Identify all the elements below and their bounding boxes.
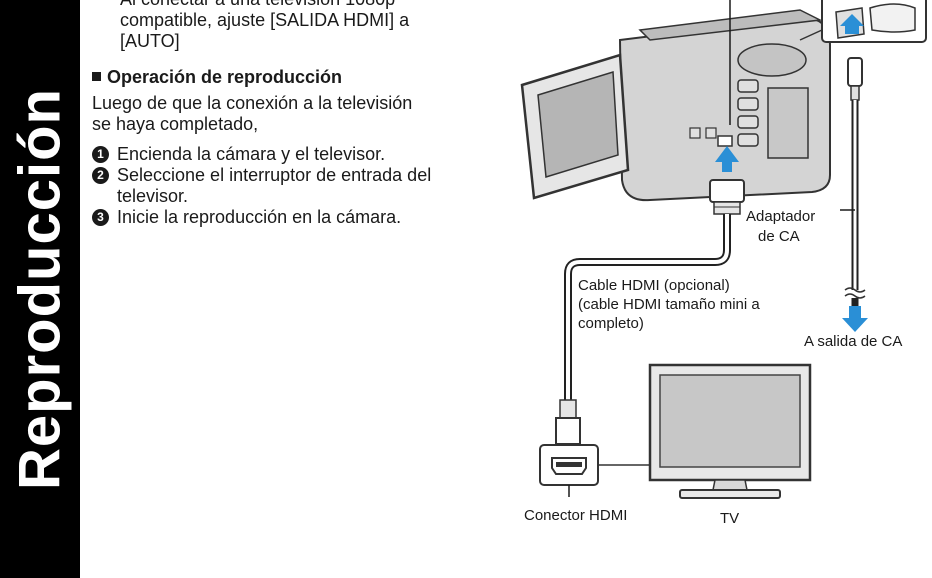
intro-line-1: Al conectar a una televisión 1080p [120, 0, 500, 10]
cable-label-line-3: completo) [578, 315, 644, 332]
hdmi-mini-plug [709, 179, 745, 215]
intro-note: Al conectar a una televisión 1080p compa… [120, 0, 500, 52]
hdmi-full-plug [555, 399, 581, 445]
step-text: Inicie la reproducción en la cámara. [117, 207, 402, 227]
blue-arrow-icon [715, 146, 739, 172]
dc-port-inset [799, 0, 927, 43]
step-text: Encienda la cámara y el televisor. [117, 144, 386, 164]
adapter-label-line-1: Adaptador [746, 208, 815, 225]
step-item: 2 Seleccione el interruptor de entrada d… [92, 165, 502, 207]
adapter-label-line-2: de CA [758, 228, 800, 245]
step-item: 1 Encienda la cámara y el televisor. [92, 144, 502, 165]
step-number-badge: 3 [92, 209, 109, 226]
cable-label-line-2: (cable HDMI tamaño mini a [578, 296, 760, 313]
step-item: 3 Inicie la reproducción en la cámara. [92, 207, 502, 228]
section-heading-text: Operación de reproducción [107, 67, 343, 87]
connector-label: Conector HDMI [524, 507, 627, 524]
sidebar-title: Reproducción [7, 88, 73, 490]
hdmi-connector-callout [539, 444, 650, 497]
square-bullet-icon [92, 72, 101, 81]
intro-line-2: compatible, ajuste [SALIDA HDMI] a [120, 10, 410, 30]
connection-diagram: Adaptador de CA Cable HDMI (opcional) (c… [520, 0, 927, 527]
step-number-badge: 2 [92, 167, 109, 184]
outlet-label: A salida de CA [804, 333, 902, 350]
tv-label: TV [720, 510, 739, 527]
paragraph-line-1: Luego de que la conexión a la televisión [92, 93, 413, 113]
cable-label-line-1: Cable HDMI (opcional) [578, 277, 730, 294]
sidebar-band: Reproducción [0, 0, 80, 578]
ac-adapter-cable [840, 57, 866, 306]
step-number-badge: 1 [92, 146, 109, 163]
camcorder-illustration [520, 9, 831, 202]
section-paragraph: Luego de que la conexión a la televisión… [92, 93, 492, 135]
intro-line-3: [AUTO] [120, 31, 180, 51]
paragraph-line-2: se haya completado, [92, 114, 259, 134]
blue-arrow-down-icon [842, 306, 868, 332]
tv-illustration [648, 363, 812, 499]
steps-list: 1 Encienda la cámara y el televisor. 2 S… [92, 144, 502, 228]
section-heading: Operación de reproducción [92, 67, 342, 88]
step-text: Seleccione el interruptor de entrada del… [117, 165, 432, 206]
